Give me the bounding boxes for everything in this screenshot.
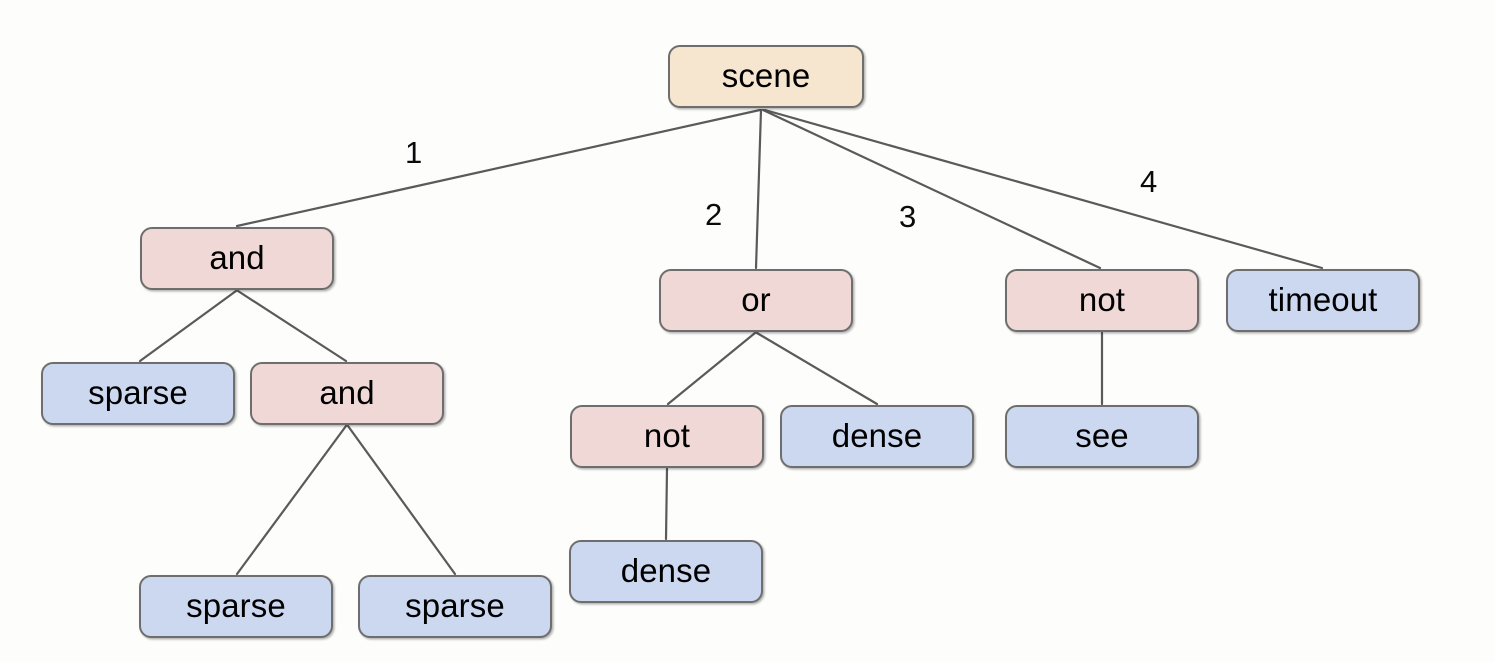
tree-node-label: and [209, 239, 265, 276]
tree-node-label: timeout [1268, 281, 1378, 318]
tree-edge-scene-timeout1 [763, 108, 1324, 270]
tree-node-sparse3[interactable]: sparse [358, 575, 552, 638]
tree-node-timeout1[interactable]: timeout [1226, 269, 1420, 332]
tree-edge-and2-sparse2 [235, 424, 348, 576]
tree-node-label: see [1075, 417, 1129, 454]
tree-node-label: scene [721, 57, 811, 94]
tree-node-see1[interactable]: see [1005, 405, 1199, 468]
tree-node-or1[interactable]: or [659, 269, 853, 332]
tree-edge-or1-dense1 [755, 331, 879, 406]
tree-node-label: dense [620, 552, 712, 589]
tree-edge-and1-sparse1 [138, 289, 238, 363]
tree-edge-scene-and1 [235, 108, 762, 228]
tree-node-label: not [1078, 281, 1126, 318]
tree-edge-and1-and2 [236, 289, 348, 363]
tree-edge-scene-not2 [761, 108, 1102, 270]
tree-node-scene[interactable]: scene [668, 45, 864, 108]
tree-node-and2[interactable]: and [250, 362, 444, 425]
edge-label-3: 3 [899, 199, 917, 234]
tree-node-not1[interactable]: not [570, 405, 764, 468]
tree-edge-scene-or1 [754, 108, 763, 270]
tree-node-dense2[interactable]: dense [569, 540, 763, 603]
tree-node-label: sparse [88, 374, 188, 411]
tree-edge-not1-dense2 [664, 467, 669, 541]
edge-label-4: 4 [1140, 164, 1158, 199]
tree-node-sparse1[interactable]: sparse [41, 362, 235, 425]
tree-node-sparse2[interactable]: sparse [139, 575, 333, 638]
tree-edge-and2-sparse3 [346, 424, 457, 576]
tree-node-label: sparse [186, 587, 286, 624]
tree-node-label: not [643, 417, 691, 454]
tree-node-not2[interactable]: not [1005, 269, 1199, 332]
tree-node-label: and [319, 374, 375, 411]
tree-node-label: or [741, 281, 771, 318]
tree-node-label: dense [831, 417, 923, 454]
tree-node-dense1[interactable]: dense [780, 405, 974, 468]
tree-node-and1[interactable]: and [140, 227, 334, 290]
tree-node-label: sparse [405, 587, 505, 624]
edge-label-2: 2 [705, 197, 723, 232]
tree-edge-or1-not1 [666, 331, 757, 406]
edge-label-1: 1 [405, 135, 423, 170]
